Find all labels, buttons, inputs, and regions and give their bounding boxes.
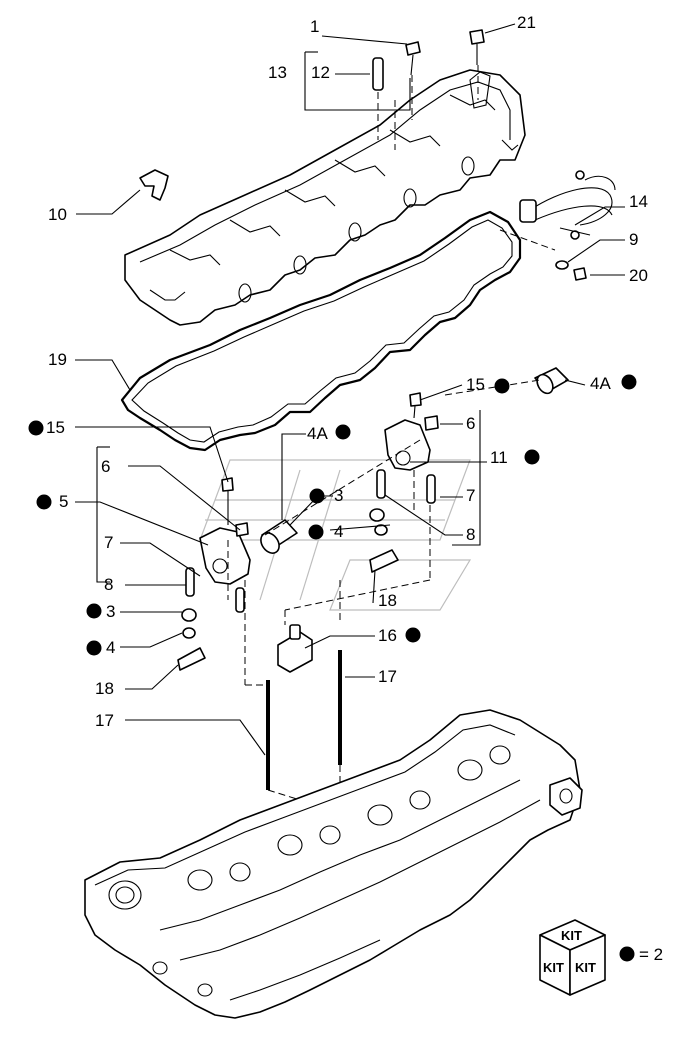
bolt-21 xyxy=(469,29,485,65)
leader-lines xyxy=(75,23,625,756)
valve-cover-gasket-inner xyxy=(131,219,513,443)
sleeve-4a-left xyxy=(260,519,298,554)
callout-7-right: 7 xyxy=(466,486,475,505)
kit-label-left: KIT xyxy=(543,960,564,975)
seal-18-middle xyxy=(369,549,399,573)
wiring-harness-14 xyxy=(519,170,616,240)
callout-6-left: 6 xyxy=(101,457,110,476)
callout-20: 20 xyxy=(629,266,648,285)
washer-9 xyxy=(555,260,569,270)
valve-cover-gasket xyxy=(120,210,522,452)
callout-4a-right: 4A xyxy=(590,374,611,393)
callout-9: 9 xyxy=(629,230,638,249)
callout-7-left: 7 xyxy=(104,533,113,552)
callout-14: 14 xyxy=(629,192,648,211)
kit-bullet xyxy=(621,374,637,390)
callout-16: 16 xyxy=(378,626,397,645)
kit-labels: KIT KIT KIT xyxy=(543,928,596,975)
kit-bullet xyxy=(86,603,102,619)
callout-13: 13 xyxy=(268,63,287,82)
callout-8-right: 8 xyxy=(466,525,475,544)
spacer-pin-12 xyxy=(372,57,384,91)
rocker-bracket-left xyxy=(185,477,251,613)
callout-4a-left: 4A xyxy=(307,424,328,443)
kit-bullet xyxy=(405,627,421,643)
kit-bullet xyxy=(28,420,44,436)
clip-10 xyxy=(139,169,169,201)
callout-5: 5 xyxy=(59,492,68,511)
callout-4-left: 4 xyxy=(106,638,115,657)
cylinder-head xyxy=(84,709,583,1019)
kit-bullet xyxy=(308,524,324,540)
callout-12: 12 xyxy=(311,63,330,82)
kit-label-top: KIT xyxy=(561,928,582,943)
callout-8-left: 8 xyxy=(104,575,113,594)
callout-15-right: 15 xyxy=(466,375,485,394)
kit-bullet xyxy=(36,494,52,510)
sleeve-4a-right xyxy=(534,367,569,395)
callout-3-middle: 3 xyxy=(334,486,343,505)
callout-4-middle: 4 xyxy=(334,522,343,541)
callout-17-left: 17 xyxy=(95,711,114,730)
callout-15-left: 15 xyxy=(46,418,65,437)
callout-3-left: 3 xyxy=(106,602,115,621)
callout-10: 10 xyxy=(48,205,67,224)
kit-bullet xyxy=(494,378,510,394)
callout-19: 19 xyxy=(48,350,67,369)
cap-3-middle xyxy=(369,508,385,522)
callout-6-right: 6 xyxy=(466,414,475,433)
callout-21: 21 xyxy=(517,13,536,32)
screw-20 xyxy=(573,267,587,281)
kit-bullet xyxy=(86,640,102,656)
kit-bullets xyxy=(28,374,637,962)
callout-11: 11 xyxy=(490,448,508,467)
callout-17-right: 17 xyxy=(378,667,397,686)
bolt-1 xyxy=(405,41,421,76)
kit-cube-icon xyxy=(539,919,606,996)
cap-4-left xyxy=(182,627,196,639)
callout-18-left: 18 xyxy=(95,679,114,698)
callout-1: 1 xyxy=(310,17,319,36)
kit-label-right: KIT xyxy=(575,960,596,975)
seal-18-left xyxy=(177,647,206,671)
sensor-16 xyxy=(277,624,313,673)
assembly-lines xyxy=(227,65,556,801)
valve-cover xyxy=(124,69,526,326)
kit-legend: = 2 xyxy=(639,945,663,964)
kit-bullet xyxy=(335,424,351,440)
kit-bullet xyxy=(619,946,635,962)
cap-3-left xyxy=(181,608,197,622)
callout-18-middle: 18 xyxy=(378,591,397,610)
callout-labels: 1 21 13 12 10 14 9 20 19 15 4A 6 4A 15 1… xyxy=(46,13,648,730)
rocker-bracket-right xyxy=(376,392,439,504)
cap-4-middle xyxy=(374,524,388,536)
kit-bullet xyxy=(524,449,540,465)
kit-bullet xyxy=(309,488,325,504)
